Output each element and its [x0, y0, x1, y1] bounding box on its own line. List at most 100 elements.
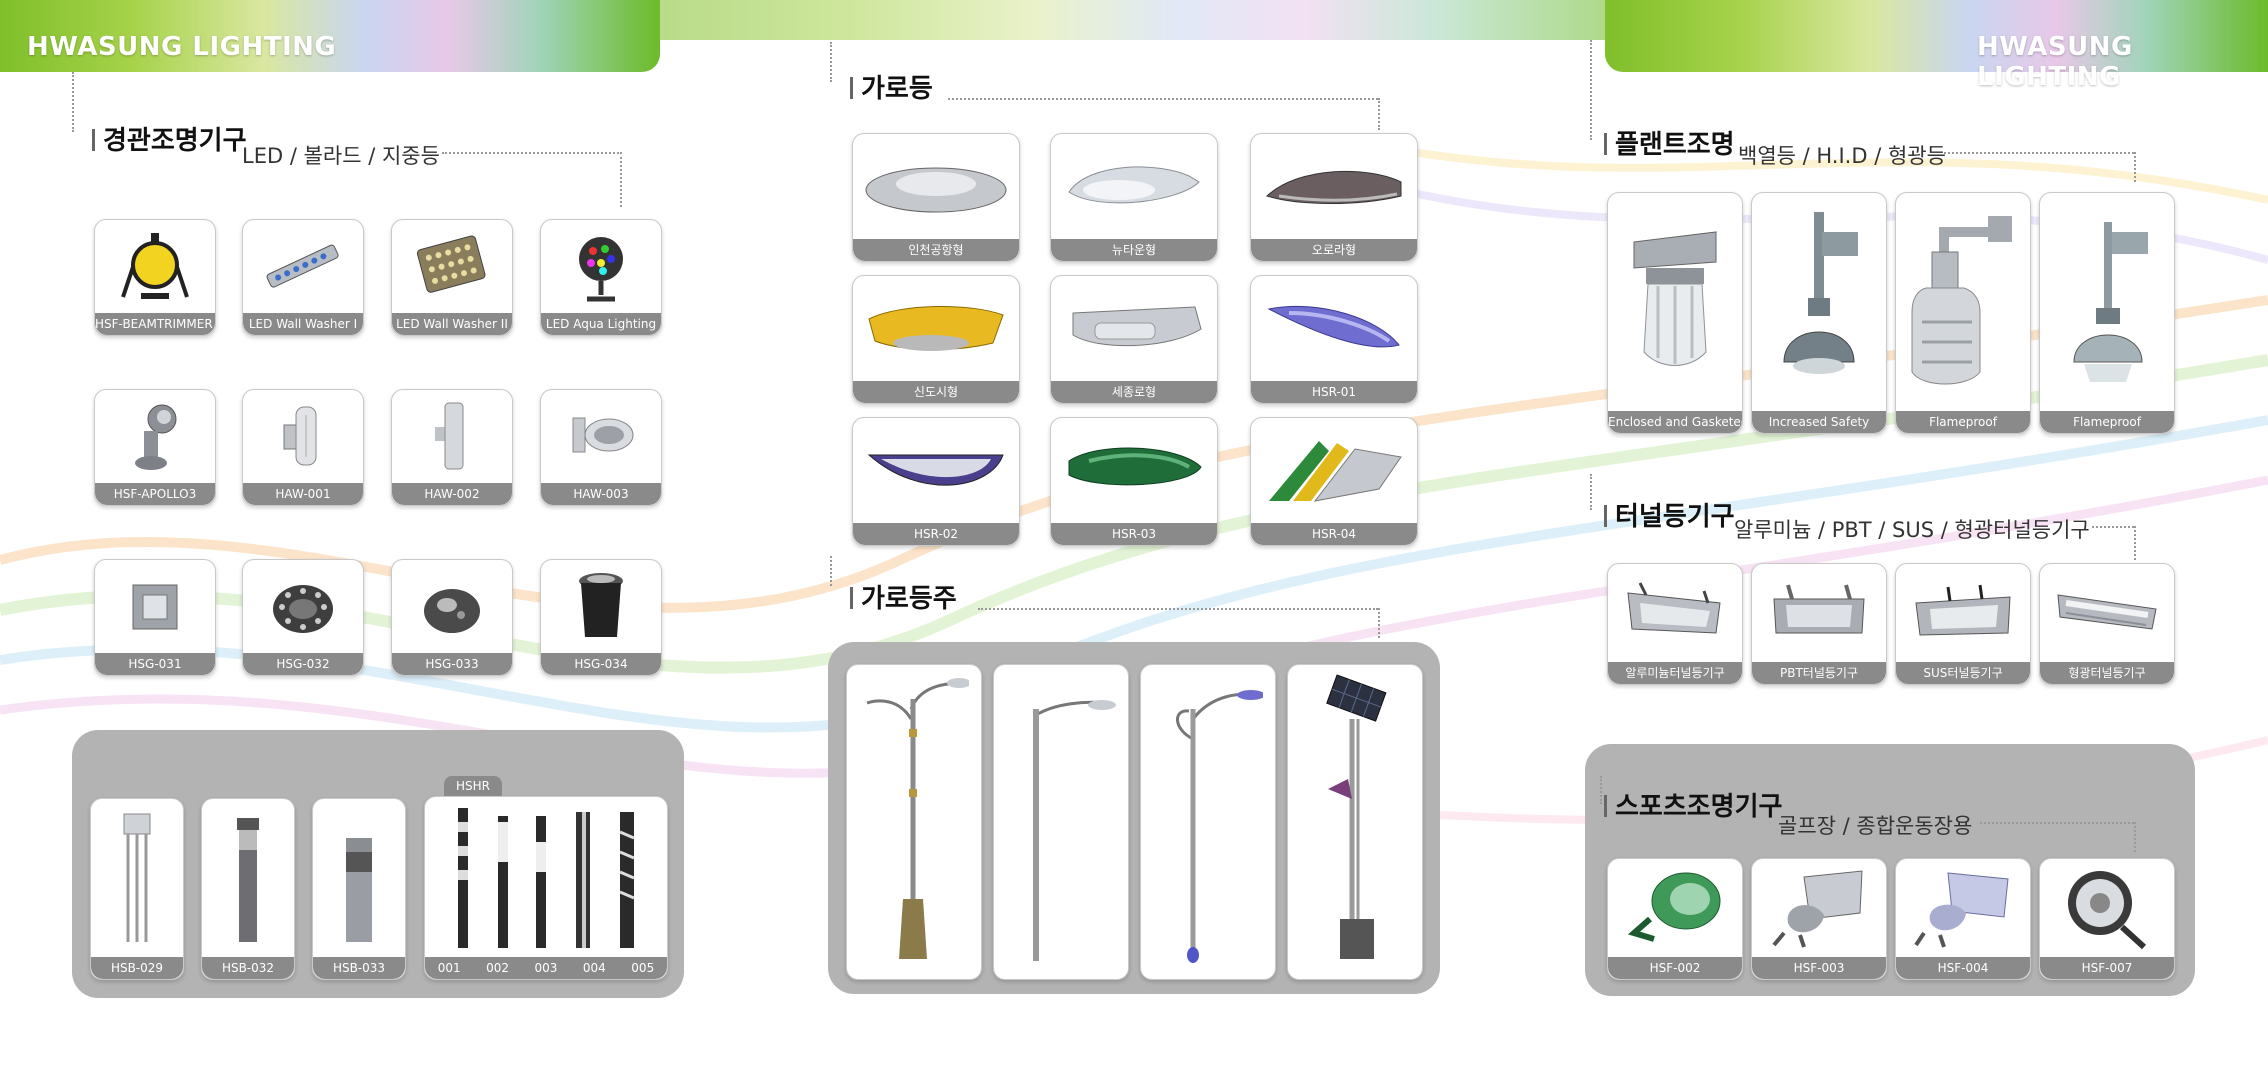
landscape-title: 경관조명기구 [92, 120, 247, 157]
product-label: 세종로형 [1051, 381, 1217, 403]
product-label: HSB-032 [202, 957, 294, 979]
sports-card[interactable]: HSF-003 [1751, 858, 1887, 980]
plant-flameproof-icon [1911, 216, 2012, 385]
product-label: HSF-APOLLO3 [95, 483, 215, 505]
bollard-dark-icon [237, 818, 259, 942]
streetlight-airport-icon [865, 167, 1007, 212]
dotted-connector [1378, 98, 1380, 130]
product-card[interactable]: HSF-APOLLO3 [94, 389, 216, 506]
streetlight-newcity-icon [868, 305, 1004, 351]
product-label: HSB-033 [313, 957, 405, 979]
product-label: HAW-002 [392, 483, 512, 505]
bollard-card[interactable]: HSB-032 [201, 798, 295, 980]
streetlight-card[interactable]: 뉴타운형 [1050, 133, 1218, 262]
dotted-connector [442, 152, 622, 154]
top-banner-left [0, 0, 660, 72]
tunnel-pbt-icon [1773, 584, 1865, 634]
plant-title: 플랜트조명 [1604, 124, 1735, 161]
sports-floodlight-green-icon [1627, 872, 1721, 942]
sports-title: 스포츠조명기구 [1604, 786, 1782, 823]
product-label: LED Wall Washer I [243, 313, 363, 335]
sports-card[interactable]: HSF-007 [2039, 858, 2175, 980]
dotted-connector [1944, 152, 2134, 154]
pole-card[interactable] [1287, 664, 1423, 980]
dotted-connector [1980, 822, 2134, 824]
product-card[interactable]: HSG-032 [242, 559, 364, 676]
product-label: SUS터널등기구 [1896, 662, 2030, 684]
plant-title-text: 플랜트조명 [1615, 130, 1735, 160]
wall-lamp-icon [283, 406, 317, 465]
plant-subtitle: 백열등 / H.I.D / 형광등 [1738, 144, 1946, 168]
product-label: HSR-01 [1251, 381, 1417, 403]
streetlight-card[interactable]: 세종로형 [1050, 275, 1218, 404]
plant-enclosed-icon [1633, 231, 1717, 366]
hshr-card[interactable]: 001 002 003 004 005 [424, 796, 668, 980]
product-label: HSF-003 [1752, 957, 1886, 979]
plant-card[interactable]: Increased Safety [1751, 192, 1887, 434]
streetlight-card[interactable]: 신도시형 [852, 275, 1020, 404]
tunnel-card[interactable]: SUS터널등기구 [1895, 563, 2031, 685]
product-label: 오로라형 [1251, 239, 1417, 261]
tunnel-fluorescent-icon [2057, 594, 2157, 630]
hshr-code: 005 [631, 961, 655, 975]
dotted-connector [2092, 526, 2134, 528]
product-label: HSR-02 [853, 523, 1019, 545]
wall-spot-icon [572, 417, 634, 452]
plant-card[interactable]: Enclosed and Gasketed [1607, 192, 1743, 434]
brand-left: HWASUNG LIGHTING [27, 32, 337, 62]
product-label: HSF-BEAMTRIMMER II [95, 313, 215, 335]
brand-right: HWASUNG LIGHTING [1977, 32, 2133, 92]
streetlight-card[interactable]: HSR-04 [1250, 417, 1418, 546]
product-label: HSG-032 [243, 653, 363, 675]
landscape-title-text: 경관조명기구 [103, 126, 247, 156]
pole-card[interactable] [846, 664, 982, 980]
product-card[interactable]: HSG-033 [391, 559, 513, 676]
streetlight-hsr03-icon [1068, 447, 1202, 485]
product-card[interactable]: HAW-001 [242, 389, 364, 506]
sports-title-text: 스포츠조명기구 [1615, 792, 1783, 822]
product-card[interactable]: HSF-BEAMTRIMMER II [94, 219, 216, 336]
pole-card[interactable] [1140, 664, 1276, 980]
streetlight-card[interactable]: 오로라형 [1250, 133, 1418, 262]
product-card[interactable]: HAW-002 [391, 389, 513, 506]
wall-cylinder-icon [435, 402, 464, 469]
product-label: HSF-002 [1608, 957, 1742, 979]
product-card[interactable]: LED Aqua Lighting [540, 219, 662, 336]
product-label: HSR-04 [1251, 523, 1417, 545]
sports-card[interactable]: HSF-004 [1895, 858, 2031, 980]
product-card[interactable]: LED Wall Washer I [242, 219, 364, 336]
bollard-card[interactable]: HSB-033 [312, 798, 406, 980]
tunnel-card[interactable]: 알루미늄터널등기구 [1607, 563, 1743, 685]
product-label: HSG-031 [95, 653, 215, 675]
pole-card[interactable] [993, 664, 1129, 980]
pole-curl-icon [1176, 690, 1263, 963]
dotted-connector [620, 152, 622, 207]
sports-card[interactable]: HSF-002 [1607, 858, 1743, 980]
streetlight-hsr02-icon [867, 454, 1004, 486]
streetlight-hsr04-icon [1269, 440, 1402, 502]
bollard-card[interactable]: HSB-029 [90, 798, 184, 980]
hshr-code: 003 [534, 961, 558, 975]
product-card[interactable]: HAW-003 [540, 389, 662, 506]
dotted-connector [2134, 822, 2136, 852]
streetlight-card[interactable]: HSR-01 [1250, 275, 1418, 404]
product-card[interactable]: HSG-031 [94, 559, 216, 676]
plant-increased-safety-icon [1783, 212, 1858, 374]
plant-card[interactable]: Flameproof [2039, 192, 2175, 434]
dotted-connector [830, 42, 832, 82]
product-card[interactable]: LED Wall Washer II [391, 219, 513, 336]
streetlight-card[interactable]: HSR-02 [852, 417, 1020, 546]
product-label: Enclosed and Gasketed [1608, 411, 1742, 433]
streetlight-card[interactable]: 인천공항형 [852, 133, 1020, 262]
sports-floodlight-blue-icon [1914, 872, 2009, 948]
streetlight-card[interactable]: HSR-03 [1050, 417, 1218, 546]
tunnel-card[interactable]: 형광터널등기구 [2039, 563, 2175, 685]
tunnel-card[interactable]: PBT터널등기구 [1751, 563, 1887, 685]
product-label: HSG-034 [541, 653, 661, 675]
product-label: LED Aqua Lighting [541, 313, 661, 335]
product-card[interactable]: HSG-034 [540, 559, 662, 676]
plant-card[interactable]: Flameproof [1895, 192, 2031, 434]
pole-straight-icon [1033, 700, 1116, 961]
dotted-connector [1378, 608, 1380, 638]
spotlight-grey-icon [135, 404, 177, 470]
